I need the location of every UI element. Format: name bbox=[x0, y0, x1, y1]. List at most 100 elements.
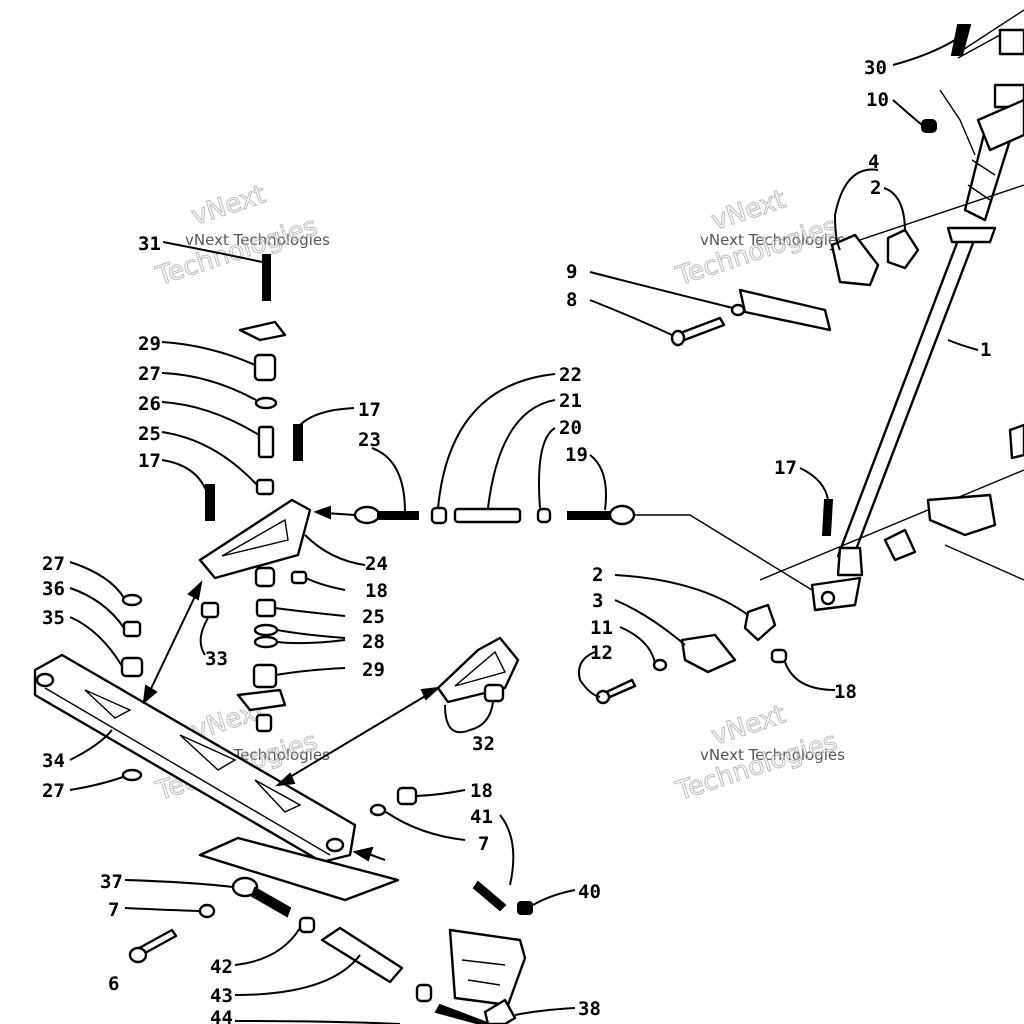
leader-34 bbox=[69, 729, 113, 761]
lower-nut bbox=[255, 713, 273, 733]
watermark-text: Technologies bbox=[152, 212, 321, 292]
bushing-35 bbox=[120, 656, 144, 678]
handlebar-outline bbox=[939, 9, 1024, 156]
leader-1 bbox=[947, 339, 979, 351]
callout-23: 23 bbox=[358, 429, 381, 451]
callout-17-left: 17 bbox=[138, 450, 161, 472]
leader-17-left bbox=[161, 459, 207, 491]
sleeve-43 bbox=[320, 926, 404, 984]
steering-post-collar bbox=[836, 546, 864, 577]
steering-post-flange bbox=[946, 226, 997, 244]
leader-23 bbox=[371, 447, 406, 513]
left-washer-stack bbox=[120, 593, 144, 782]
callout-7-right: 7 bbox=[478, 833, 489, 855]
part-38 bbox=[483, 998, 517, 1024]
callout-32: 32 bbox=[472, 733, 495, 755]
leader-24 bbox=[304, 534, 366, 566]
callout-44: 44 bbox=[210, 1007, 233, 1024]
callout-28: 28 bbox=[362, 631, 385, 653]
steering-arm-hole bbox=[820, 590, 836, 606]
leader-27-upper bbox=[161, 372, 257, 401]
leader-42 bbox=[234, 927, 301, 966]
callout-8: 8 bbox=[566, 289, 577, 311]
nut-44 bbox=[415, 983, 433, 1003]
jam-nut-22 bbox=[430, 506, 448, 525]
leader-3 bbox=[614, 599, 686, 646]
steering-bracket bbox=[448, 928, 527, 1007]
callout-labels: 31 29 27 26 25 17 17 23 22 21 20 19 24 1… bbox=[42, 57, 991, 1024]
right-fasteners bbox=[595, 9, 1024, 705]
leader-36 bbox=[69, 587, 125, 629]
leader-37 bbox=[124, 879, 234, 888]
arrow-line-4 bbox=[324, 512, 356, 516]
arrow-head-2a bbox=[275, 772, 296, 787]
arrow-head-2b bbox=[420, 686, 441, 701]
bracket-detail bbox=[461, 959, 506, 986]
leader-35 bbox=[69, 616, 123, 667]
plate-outline bbox=[198, 836, 400, 902]
bolt-17-steering bbox=[821, 499, 834, 536]
right-bearing-half bbox=[883, 528, 917, 562]
leader-28 bbox=[276, 629, 346, 645]
leader-9 bbox=[589, 271, 734, 309]
leader-27-left-top bbox=[69, 561, 125, 599]
pivot-32-boss bbox=[483, 683, 505, 703]
leader-18-left bbox=[305, 577, 346, 591]
leader-30 bbox=[892, 39, 956, 66]
nut-33 bbox=[200, 601, 220, 619]
pivot-32-cutout bbox=[454, 650, 507, 687]
cross-arm-edge bbox=[44, 687, 331, 856]
leader-40 bbox=[532, 889, 576, 906]
assembly-arrows bbox=[142, 505, 441, 862]
callout-27-upper: 27 bbox=[138, 363, 161, 385]
leader-12 bbox=[578, 651, 601, 698]
leader-10 bbox=[892, 99, 923, 126]
lower-bearing-blocks bbox=[680, 423, 1024, 674]
frame-line-upper bbox=[829, 184, 1024, 251]
callout-18-right: 18 bbox=[834, 681, 857, 703]
tie-rod-thread-right bbox=[567, 511, 611, 520]
arrow-line-1 bbox=[147, 589, 199, 696]
bushing-29-upper bbox=[253, 353, 277, 382]
washer-28-b bbox=[253, 635, 279, 649]
callout-42: 42 bbox=[210, 956, 233, 978]
arrow-line-3 bbox=[365, 852, 386, 861]
lower-thread bbox=[434, 1003, 491, 1024]
right-clamp-block bbox=[926, 493, 997, 537]
leader-26 bbox=[161, 401, 260, 436]
washer-9 bbox=[730, 303, 746, 317]
watermark-text: vNext Technologies bbox=[185, 231, 330, 249]
callout-30: 30 bbox=[864, 57, 887, 79]
bearing-cap-4 bbox=[830, 233, 880, 287]
callout-29-lower: 29 bbox=[362, 659, 385, 681]
pin-41 bbox=[472, 880, 507, 912]
callout-29-upper: 29 bbox=[138, 333, 161, 355]
rod-end-thread bbox=[250, 886, 292, 918]
callout-17-steering: 17 bbox=[774, 457, 797, 479]
washer-7-left bbox=[198, 903, 216, 919]
far-right-bracket bbox=[1008, 423, 1024, 460]
pivot-arm-32 bbox=[436, 636, 520, 704]
nut-10 bbox=[921, 119, 937, 133]
callout-25-upper: 25 bbox=[138, 423, 161, 445]
arrow-line-2 bbox=[284, 691, 433, 781]
tie-rod-link-line bbox=[630, 514, 813, 591]
steering-arm bbox=[810, 576, 862, 612]
leader-17-right bbox=[299, 407, 355, 426]
tie-rod-end-right bbox=[608, 504, 636, 526]
washer-27-left-bottom bbox=[121, 768, 143, 782]
callout-12: 12 bbox=[590, 642, 613, 664]
leader-43 bbox=[234, 954, 361, 996]
frame-lines bbox=[759, 184, 1024, 581]
upper-block bbox=[998, 28, 1024, 56]
leader-18-right bbox=[784, 661, 836, 691]
callout-33: 33 bbox=[205, 648, 228, 670]
washer-11 bbox=[652, 658, 668, 672]
tie-rod-end-left bbox=[353, 505, 381, 525]
washer-27-upper bbox=[254, 396, 278, 410]
tie-rod-sleeve-21 bbox=[453, 507, 522, 524]
callout-19: 19 bbox=[565, 444, 588, 466]
leader-22 bbox=[437, 373, 556, 509]
watermark-top-left: vNext vNext Technologies Technologies bbox=[151, 179, 330, 292]
leader-33 bbox=[199, 617, 209, 656]
